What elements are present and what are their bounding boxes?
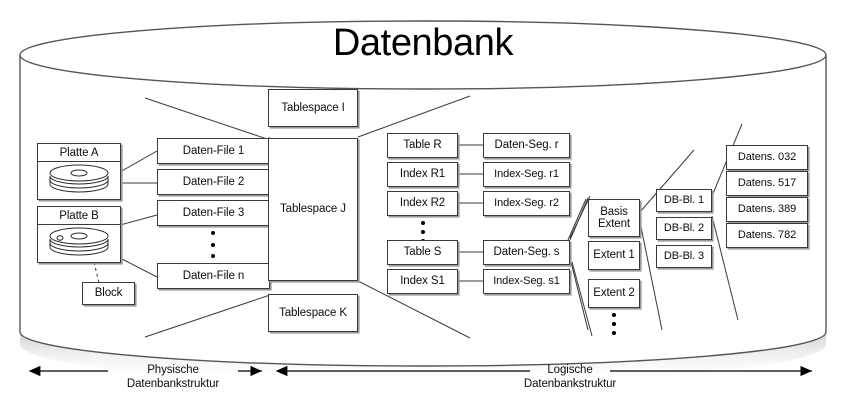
disk-platter-icon [49,164,109,193]
db-block-3[interactable]: DB-Bl. 3 [656,245,712,268]
disk-platter-icon [49,227,109,256]
extent-basis[interactable]: Basis Extent [588,199,640,237]
physical-axis-line2: Datenbankstruktur [126,378,220,391]
record-782[interactable]: Datens. 782 [726,223,808,248]
data-file-1[interactable]: Daten-File 1 [157,138,270,164]
disk-platte-b-graphic [38,225,120,264]
block-node[interactable]: Block [82,282,135,305]
object-table-s[interactable]: Table S [387,240,458,265]
page-title: Datenbank [332,22,514,64]
data-file-n[interactable]: Daten-File n [157,263,270,289]
object-table-r[interactable]: Table R [387,133,458,158]
extent-basis-line1: Basis [600,205,628,218]
segment-daten-seg-r[interactable]: Daten-Seg. r [483,133,570,158]
segment-index-seg-r1[interactable]: Index-Seg. r1 [483,162,570,187]
data-file-2[interactable]: Daten-File 2 [157,169,270,195]
disk-platte-a-label: Platte A [38,144,120,162]
segment-daten-seg-s[interactable]: Daten-Seg. s [483,240,570,265]
tablespace-k[interactable]: Tablespace K [268,294,358,332]
disk-platte-b[interactable]: Platte B [37,206,121,263]
object-index-s1[interactable]: Index S1 [387,269,458,294]
object-index-r1[interactable]: Index R1 [387,162,458,187]
disk-platte-a-graphic [38,162,120,201]
tablespace-i[interactable]: Tablespace I [268,89,358,127]
logical-axis-label-line2: Datenbankstruktur [500,377,640,391]
physical-axis-label: Physische Datenbankstruktur [108,363,238,392]
data-file-ellipsis [208,231,218,258]
segment-index-seg-r2[interactable]: Index-Seg. r2 [483,191,570,216]
record-032[interactable]: Datens. 032 [726,145,808,170]
extent-ellipsis [609,313,619,335]
logical-axis-line2: Datenbankstruktur [523,378,617,390]
object-index-r2[interactable]: Index R2 [387,191,458,216]
segment-fan-lines [569,195,593,337]
record-389[interactable]: Datens. 389 [726,197,808,222]
tablespace-j[interactable]: Tablespace J [268,138,358,281]
extent-basis-line2: Extent [597,218,630,230]
disk-platte-a[interactable]: Platte A [37,143,121,200]
record-517[interactable]: Datens. 517 [726,171,808,196]
physical-axis-line1: Physische [147,364,199,376]
cylinder-top-ellipse [19,20,827,90]
logical-axis-label: Logische [530,363,610,377]
logical-axis-line1: Logische [547,364,593,376]
db-block-2[interactable]: DB-Bl. 2 [656,217,712,240]
disk-platte-b-label: Platte B [38,207,120,225]
extent-1[interactable]: Extent 1 [588,241,640,270]
segment-index-seg-s1[interactable]: Index-Seg. s1 [483,269,570,294]
data-file-3[interactable]: Daten-File 3 [157,200,270,226]
db-block-1[interactable]: DB-Bl. 1 [656,189,712,212]
extent-2[interactable]: Extent 2 [588,279,640,308]
